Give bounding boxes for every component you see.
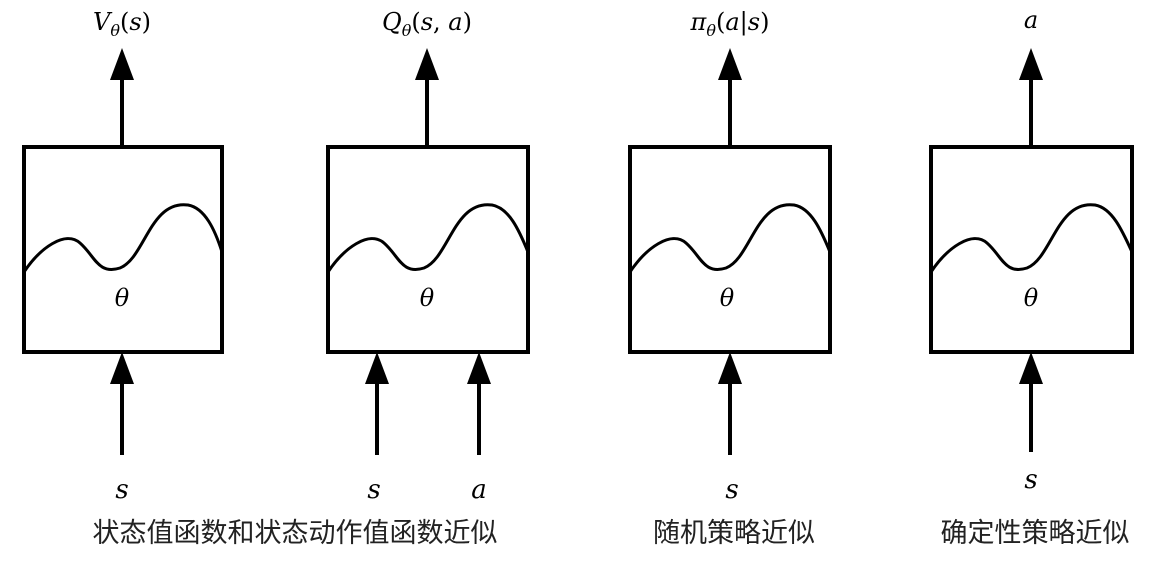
approximator-box [326, 145, 530, 354]
theta-label: θ [1024, 284, 1039, 312]
output-label-a: a [1024, 6, 1038, 34]
input-arrowhead [718, 352, 742, 384]
output-label-v: Vθ(s) [93, 8, 151, 40]
panel-stochastic-policy: πθ(a|s) θ s [628, 8, 832, 505]
theta-label: θ [115, 284, 130, 312]
caption-deterministic-policy: 确定性策略近似 [941, 518, 1130, 549]
function-curve [628, 203, 832, 273]
input-label-s: s [115, 475, 128, 505]
output-label-q: Qθ(s, a) [382, 8, 472, 40]
theta-label: θ [720, 284, 735, 312]
panel-state-value: Vθ(s) θ s [22, 8, 224, 505]
function-curve [929, 203, 1134, 273]
input-arrowhead [1019, 352, 1043, 384]
output-arrowhead [718, 48, 742, 80]
approximator-box [22, 145, 224, 354]
approximator-box [628, 145, 832, 354]
approximator-box [929, 145, 1134, 354]
function-curve [22, 203, 224, 273]
caption-value-approximation: 状态值函数和状态动作值函数近似 [93, 518, 498, 549]
input-label-s: s [367, 475, 380, 505]
panel-deterministic-policy: a θ s [929, 6, 1134, 495]
input-label-s: s [1024, 465, 1037, 495]
function-curve [326, 203, 530, 273]
output-arrowhead [110, 48, 134, 80]
output-arrowhead [1019, 48, 1043, 80]
input-arrowhead [110, 352, 134, 384]
input-label-s: s [725, 475, 738, 505]
input-arrowhead-s [365, 352, 389, 384]
output-arrowhead [415, 48, 439, 80]
theta-label: θ [420, 284, 435, 312]
panel-action-value: Qθ(s, a) θ s a [326, 8, 530, 505]
caption-stochastic-policy: 随机策略近似 [653, 518, 815, 549]
output-label-pi: πθ(a|s) [690, 8, 770, 40]
input-arrowhead-a [467, 352, 491, 384]
input-label-a: a [471, 475, 487, 505]
